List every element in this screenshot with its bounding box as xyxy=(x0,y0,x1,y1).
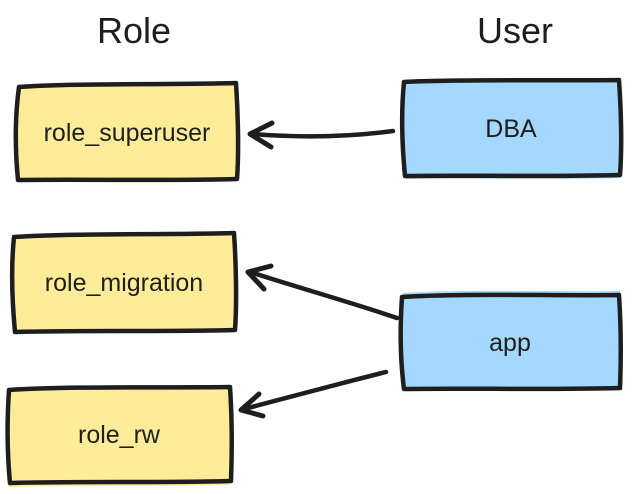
arrow-app-to-role-migration-head xyxy=(245,263,274,292)
role-superuser-label: role_superuser xyxy=(44,119,211,147)
role-migration-label: role_migration xyxy=(45,269,203,297)
app-box xyxy=(398,292,623,392)
arrow-dba-to-role-superuser-line xyxy=(249,128,396,139)
column-title-role: Role xyxy=(97,10,171,51)
user-node-app: app xyxy=(398,290,623,392)
role-node-superuser: role_superuser xyxy=(13,80,241,183)
column-title-user: User xyxy=(477,10,553,51)
arrow-app-to-role-rw xyxy=(238,369,389,419)
arrow-app-to-role-rw-head xyxy=(238,391,266,419)
dba-box xyxy=(399,77,624,179)
arrow-dba-to-role-superuser xyxy=(247,120,396,150)
role-node-migration: role_migration xyxy=(9,230,239,335)
role-superuser-box xyxy=(13,80,241,183)
arrow-app-to-role-rw-line xyxy=(241,369,389,412)
arrow-app-to-role-migration-line xyxy=(247,269,400,321)
arrow-dba-to-role-superuser-head xyxy=(247,120,275,150)
role-migration-box xyxy=(9,230,239,335)
app-label: app xyxy=(489,329,531,357)
role-rw-label: role_rw xyxy=(78,421,161,449)
role-rw-box xyxy=(5,384,234,486)
user-node-dba: DBA xyxy=(399,77,624,179)
dba-label: DBA xyxy=(485,115,537,143)
role-node-rw: role_rw xyxy=(5,384,234,487)
arrow-app-to-role-migration xyxy=(245,263,400,321)
